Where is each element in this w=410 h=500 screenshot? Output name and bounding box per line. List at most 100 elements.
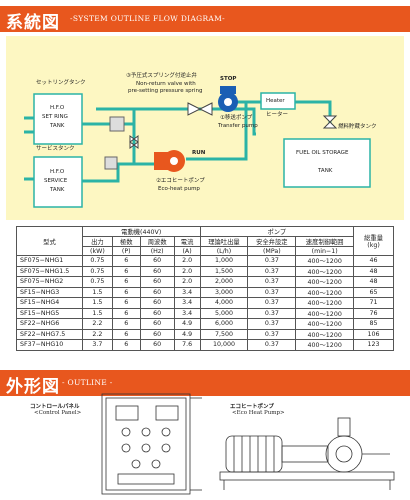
table-cell: 76 xyxy=(353,307,394,319)
model-cell: SF22−NHG7.5 xyxy=(16,328,83,340)
table-cell: 6 xyxy=(111,297,141,309)
pipe-stubs xyxy=(24,116,34,181)
col-header-label: 速度制御範囲 xyxy=(295,236,355,247)
table-group-header: 型式 電動機(440V) ポンプ 総重量 (kg) xyxy=(16,226,394,256)
table-cell: 4.9 xyxy=(173,318,201,330)
col-header-label: 出力 xyxy=(81,236,113,247)
table-cell: 6 xyxy=(111,339,141,351)
section-title-en: - OUTLINE - xyxy=(62,378,113,387)
model-cell: SF15−NHG4 xyxy=(16,297,83,309)
model-cell: SF22−NHG6 xyxy=(16,318,83,330)
table-cell: 71 xyxy=(353,297,394,309)
col-header-unit: (MPa) xyxy=(247,246,297,256)
table-col-header-units: (kW) (P) (Hz) (A) (L/h) (MPa) (min−1) xyxy=(17,246,394,256)
table-cell: 400〜1200 xyxy=(295,276,355,288)
table-cell: 400〜1200 xyxy=(295,318,355,330)
table-cell: 5,000 xyxy=(199,307,249,319)
section-header-system: 系統図 -SYSTEM OUTLINE FLOW DIAGRAM- xyxy=(0,6,410,33)
table-cell: 0.37 xyxy=(247,339,297,351)
fuel-tank-jp: 燃料貯蔵タンク xyxy=(338,124,377,130)
section-title-jp: 系統図 xyxy=(6,13,60,33)
table-cell: 3,000 xyxy=(199,286,249,298)
table-cell: 1,500 xyxy=(199,265,249,277)
table-cell: 0.37 xyxy=(247,328,297,340)
model-cell: SF15−NHG5 xyxy=(16,307,83,319)
table-cell: 0.75 xyxy=(81,276,113,288)
control-panel-caption-jp: コントロールパネル xyxy=(30,404,80,410)
model-cell: SF075−NHG1.5 xyxy=(16,265,83,277)
table-cell: 4,000 xyxy=(199,297,249,309)
pump1-en: Transfer pump xyxy=(218,123,258,129)
pump-group-header: ポンプ xyxy=(199,226,355,237)
valve3-jp: ③予圧式スプリング付逆止弁 xyxy=(126,73,197,79)
eco-heat-pump-icon xyxy=(154,150,185,172)
eco-pump-drawing xyxy=(219,417,395,490)
table-cell: 6 xyxy=(111,307,141,319)
valve-3-icon xyxy=(187,102,213,116)
table-cell: 400〜1200 xyxy=(295,297,355,309)
strainer-block-2 xyxy=(104,156,118,170)
settling-tank-line-3: TANK xyxy=(50,123,65,129)
table-cell: 1.5 xyxy=(81,286,113,298)
table-cell: 0.75 xyxy=(81,255,113,267)
table-cell: 1.5 xyxy=(81,307,113,319)
col-header-label: 理論吐出量 xyxy=(199,236,249,247)
valve3-en-1: Non-return valve with xyxy=(136,81,196,87)
table-cell: 0.37 xyxy=(247,318,297,330)
run-label: RUN xyxy=(192,150,206,156)
pipe-to-storage xyxy=(295,100,332,126)
table-cell: 2,000 xyxy=(199,276,249,288)
table-cell: 0.37 xyxy=(247,265,297,277)
settling-tank xyxy=(33,93,83,145)
table-cell: 7,500 xyxy=(199,328,249,340)
model-cell: SF15−NHG3 xyxy=(16,286,83,298)
table-cell: 0.75 xyxy=(81,265,113,277)
col-header-unit: (min−1) xyxy=(295,246,355,256)
table-cell: 123 xyxy=(353,339,394,351)
control-panel-drawing xyxy=(101,393,202,495)
table-cell: 400〜1200 xyxy=(295,307,355,319)
table-cell: 60 xyxy=(139,297,175,309)
table-cell: 2.2 xyxy=(81,328,113,340)
heater-jp: ヒーター xyxy=(266,112,289,118)
motor-group-header: 電動機(440V) xyxy=(81,226,201,237)
table-cell: 3.4 xyxy=(173,297,201,309)
table-cell: 2.0 xyxy=(173,265,201,277)
table-cell: 6 xyxy=(111,255,141,267)
col-header-unit: (A) xyxy=(173,246,201,256)
table-cell: 400〜1200 xyxy=(295,286,355,298)
table-cell: 6,000 xyxy=(199,318,249,330)
pump2-jp: ②エコヒートポンプ xyxy=(156,178,205,184)
col-header-unit: (L/h) xyxy=(199,246,249,256)
table-cell: 48 xyxy=(353,265,394,277)
pipe-return-line xyxy=(96,107,256,136)
col-header-unit: (Hz) xyxy=(139,246,175,256)
section-title-jp: 外形図 xyxy=(6,377,60,397)
settling-tank-line-1: H.F.O xyxy=(50,105,65,111)
section-header-outline: 外形図 - OUTLINE - xyxy=(0,370,410,397)
heater-en: Heater xyxy=(266,98,285,104)
table-cell: 6 xyxy=(111,265,141,277)
table-cell: 60 xyxy=(139,318,175,330)
table-cell: 106 xyxy=(353,328,394,340)
col-header-label: 周波数 xyxy=(139,236,175,247)
service-tank-jp: サービスタンク xyxy=(36,146,75,152)
table-cell: 6 xyxy=(111,328,141,340)
model-header: 型式 xyxy=(16,226,83,256)
heater-box xyxy=(260,92,296,110)
fuel-tank-line-2: TANK xyxy=(318,168,333,174)
eco-pump-caption-jp: エコヒートポンプ xyxy=(230,404,274,410)
model-cell: SF075−NHG1 xyxy=(16,255,83,267)
table-cell: 2.0 xyxy=(173,276,201,288)
section-title-en: -SYSTEM OUTLINE FLOW DIAGRAM- xyxy=(70,14,225,23)
valve3-en-2: pre-setting pressure spring xyxy=(128,88,203,94)
table-cell: 6 xyxy=(111,286,141,298)
gate-valve-2-icon xyxy=(129,135,139,149)
